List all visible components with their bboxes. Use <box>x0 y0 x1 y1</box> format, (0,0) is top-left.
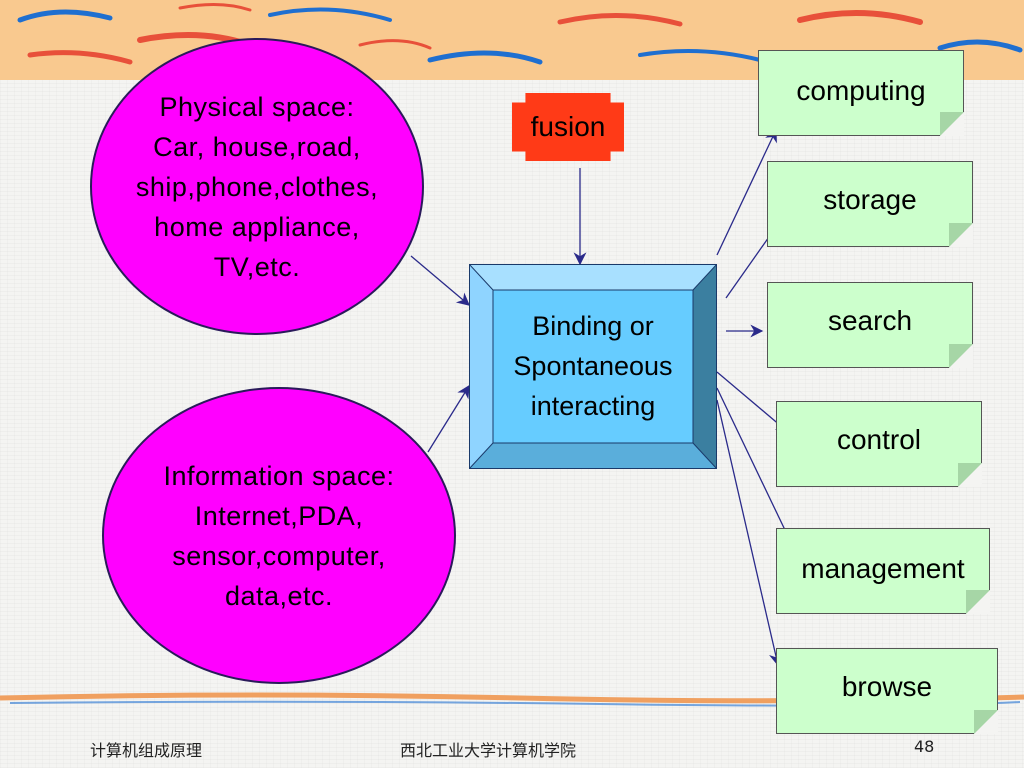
physical-space-text: Physical space: Car, house,road, ship,ph… <box>135 91 379 282</box>
center-line-2: Spontaneous <box>513 351 673 381</box>
footer-course-title: 计算机组成原理 <box>90 741 203 760</box>
footer-page-number: 48 <box>914 737 935 756</box>
brush-stroke-decoration <box>17 2 1023 68</box>
physical-space-ellipse: Physical space: Car, house,road, ship,ph… <box>90 38 424 335</box>
note-management: management <box>776 528 990 614</box>
information-space-ellipse: Information space: Internet,PDA, sensor,… <box>102 387 456 684</box>
note-search-label: search <box>827 305 913 336</box>
note-storage: storage <box>767 161 973 247</box>
center-line-1: Binding or <box>532 311 654 341</box>
fusion-label: fusion <box>530 111 606 142</box>
note-control: control <box>776 401 982 487</box>
center-bevel-box <box>469 264 717 469</box>
note-browse-label: browse <box>841 671 933 702</box>
note-computing: computing <box>758 50 964 136</box>
note-storage-label: storage <box>823 184 917 215</box>
note-browse: browse <box>776 648 998 734</box>
center-text: Binding or Spontaneous interacting <box>493 290 693 442</box>
center-line-3: interacting <box>530 391 656 421</box>
note-management-label: management <box>801 553 965 584</box>
note-computing-label: computing <box>796 75 926 106</box>
fusion-box: fusion <box>512 93 624 161</box>
footer-institution: 西北工业大学计算机学院 <box>400 741 577 760</box>
note-search: search <box>767 282 973 368</box>
note-control-label: control <box>836 424 922 455</box>
information-space-text: Information space: Internet,PDA, sensor,… <box>163 460 395 611</box>
